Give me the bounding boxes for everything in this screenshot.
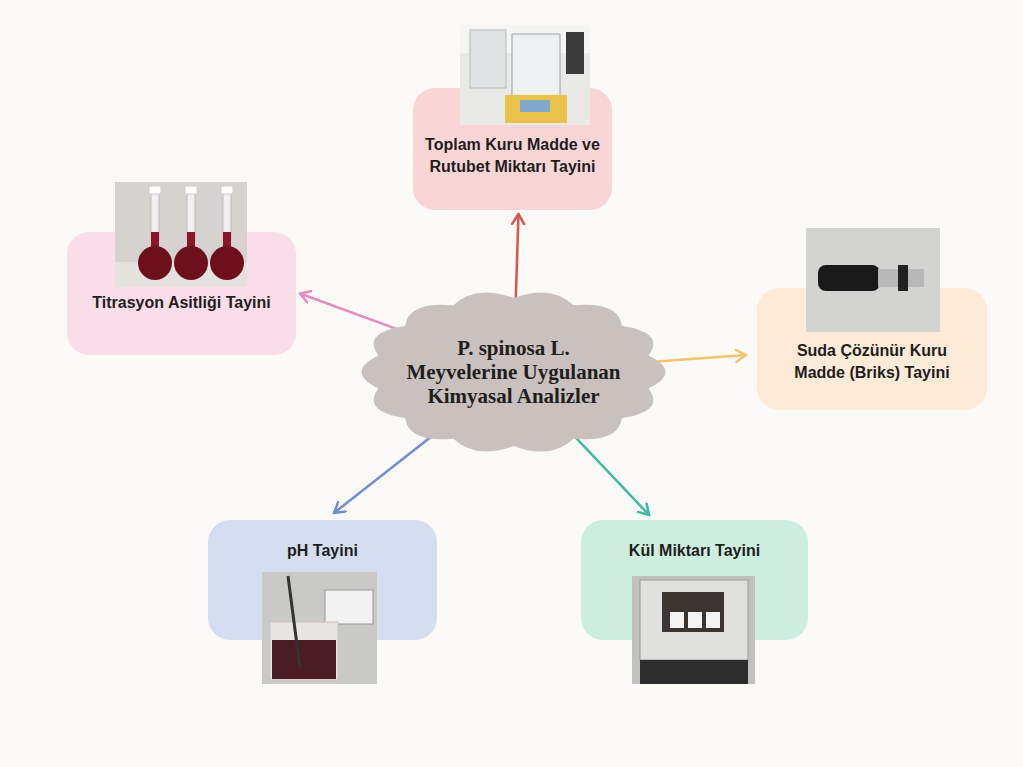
flask-stopper — [149, 186, 161, 194]
cloud-node: P. spinosa L. Meyvelerine Uygulanan Kimy… — [361, 284, 666, 460]
box-label: Suda Çözünür Kuru Madde (Briks) Tayini — [775, 340, 970, 383]
flask-stopper — [185, 186, 197, 194]
flask-stopper — [221, 186, 233, 194]
analysis-box: pH Tayini — [208, 520, 437, 640]
box-label: Toplam Kuru Madde ve Rutubet Miktarı Tay… — [424, 134, 602, 177]
box-label: Kül Miktarı Tayini — [595, 540, 795, 562]
photo-window — [460, 25, 590, 53]
balance-enclosure — [512, 34, 560, 96]
cloud-shape — [362, 292, 666, 451]
arrow-connector — [650, 355, 746, 362]
analysis-box: Toplam Kuru Madde ve Rutubet Miktarı Tay… — [413, 88, 612, 210]
box-label: Titrasyon Asitliği Tayini — [92, 292, 272, 314]
glassware — [470, 30, 506, 88]
furnace-panel — [640, 660, 748, 684]
box-label: pH Tayini — [223, 540, 423, 562]
bottle — [566, 32, 584, 74]
arrow-connector — [334, 432, 437, 513]
analysis-box: Suda Çözünür Kuru Madde (Briks) Tayini — [757, 288, 987, 410]
arrow-connector — [575, 437, 649, 515]
arrow-connector — [300, 294, 400, 331]
cloud-title: P. spinosa L. Meyvelerine Uygulanan Kimy… — [406, 336, 621, 408]
arrow-connector — [516, 214, 519, 299]
beaker-liquid — [272, 640, 336, 679]
analysis-box: Titrasyon Asitliği Tayini — [67, 232, 296, 355]
analysis-box: Kül Miktarı Tayini — [581, 520, 808, 640]
refractometer-body — [878, 269, 924, 287]
